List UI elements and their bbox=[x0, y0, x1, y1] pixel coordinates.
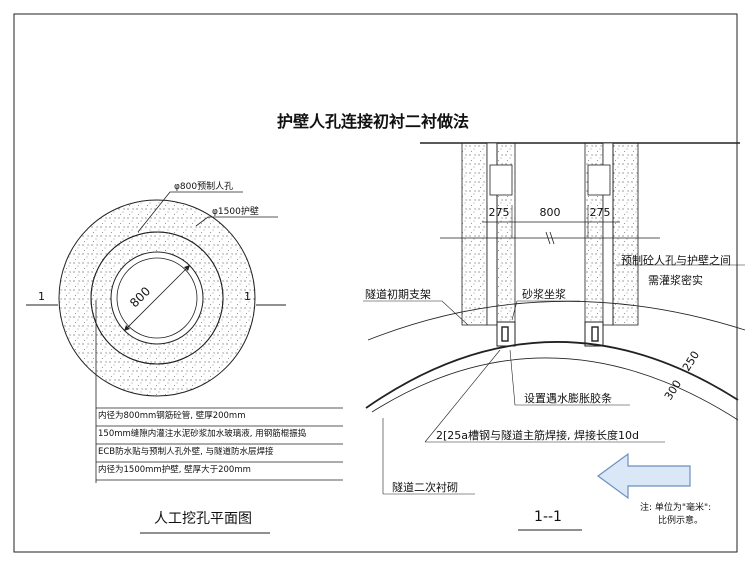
plan-note-4: 内径为1500mm护壁, 壁厚大于200mm bbox=[98, 464, 251, 475]
dim-left-275: 275 bbox=[489, 206, 510, 219]
section-caption: 1--1 bbox=[534, 509, 562, 525]
label-precast-gap-2: 需灌浆密实 bbox=[648, 273, 703, 287]
section-view: 275 800 275 预制砼人孔与护壁之间 需灌浆密实 隧道初期支架 砂浆坐浆… bbox=[363, 142, 746, 531]
drawing-title: 护壁人孔连接初衬二衬做法 bbox=[277, 112, 469, 131]
plan-caption: 人工挖孔平面图 bbox=[154, 511, 252, 527]
section-mark-left: 1 bbox=[38, 290, 45, 303]
plan-note-3: ECB防水贴与预制人孔外壁, 与隧道防水层焊接 bbox=[98, 446, 274, 457]
label-outer-wall: φ1500护壁 bbox=[212, 205, 259, 217]
label-water-swell: 设置遇水膨胀胶条 bbox=[524, 391, 612, 405]
page-border bbox=[13, 13, 738, 553]
dim-250: 250 bbox=[680, 349, 702, 374]
note-line-1: 注: 单位为"毫米": bbox=[640, 501, 711, 513]
label-precast-gap-1: 预制砼人孔与护壁之间 bbox=[621, 253, 731, 267]
dim-300: 300 bbox=[662, 378, 684, 403]
label-inner-pipe: φ800预制人孔 bbox=[174, 180, 233, 192]
direction-arrow bbox=[596, 452, 691, 500]
plan-note-1: 内径为800mm钢筋砼管, 壁厚200mm bbox=[98, 410, 245, 421]
section-mark-right: 1 bbox=[244, 290, 251, 303]
label-primary-support: 隧道初期支架 bbox=[365, 287, 431, 301]
dim-right-275: 275 bbox=[590, 206, 611, 219]
plan-view: 800 1 1 φ800预制人孔 φ1500护壁 内径为800mm钢筋砼管, 壁… bbox=[26, 180, 343, 534]
plan-note-2: 150mm缝隙内灌注水泥砂浆加水玻璃液, 用钢筋棍振捣 bbox=[98, 428, 306, 439]
label-secondary-lining: 隧道二次衬砌 bbox=[392, 480, 458, 494]
label-channel-steel: 2[25a槽钢与隧道主筋焊接, 焊接长度10d bbox=[436, 428, 639, 442]
label-mortar: 砂浆坐浆 bbox=[522, 287, 566, 301]
dim-mid-800: 800 bbox=[540, 206, 561, 219]
note-line-2: 比例示意。 bbox=[658, 514, 703, 526]
